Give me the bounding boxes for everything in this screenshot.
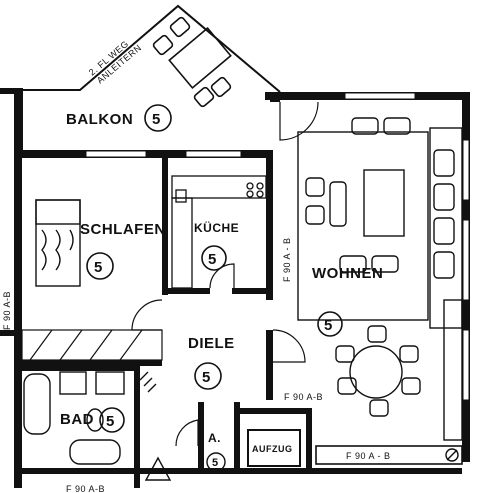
annotation-f90-wohnen: F 90 A-B bbox=[284, 392, 323, 402]
room-number-a: 5 bbox=[212, 457, 219, 469]
room-label-schlafen: SCHLAFEN bbox=[80, 221, 166, 238]
room-number-balkon: 5 bbox=[152, 111, 161, 128]
kitchen-door-swing bbox=[209, 263, 235, 289]
wardrobe bbox=[21, 329, 163, 361]
room-label-balkon: BALKON bbox=[66, 111, 133, 128]
room-number-wohnen: 5 bbox=[324, 317, 333, 334]
room-label-wohnen: WOHNEN bbox=[312, 265, 383, 282]
room-number-circle-wohnen bbox=[317, 311, 343, 337]
room-number-diele: 5 bbox=[202, 369, 211, 386]
a-door-swing bbox=[175, 419, 199, 447]
kitchen-counter bbox=[171, 175, 267, 289]
room-number-circle-a bbox=[206, 452, 226, 472]
elevator-cabin bbox=[247, 429, 301, 467]
diele-door-swing bbox=[272, 329, 306, 363]
living-door-swing bbox=[279, 101, 319, 141]
balcony-furniture bbox=[152, 16, 232, 108]
f90-bottom-strip bbox=[315, 445, 463, 465]
bedroom-door-swing bbox=[131, 299, 163, 331]
walls bbox=[0, 88, 470, 488]
diele-hatch bbox=[139, 371, 157, 393]
stair-arrow-icon bbox=[144, 456, 172, 481]
room-number-schlafen: 5 bbox=[94, 259, 103, 276]
annotation-f90-kueche: F 90 A - B bbox=[282, 237, 292, 282]
room-number-bad: 5 bbox=[106, 413, 115, 430]
room-number-circle-diele bbox=[194, 362, 222, 390]
room-number-circle-kueche bbox=[201, 245, 227, 271]
room-number-circle-balkon bbox=[144, 104, 172, 132]
bathroom-fixtures bbox=[23, 371, 125, 465]
annotation-f90-bottom: F 90 A - B bbox=[346, 451, 391, 461]
balcony-outline bbox=[21, 4, 281, 158]
bed bbox=[35, 199, 81, 287]
room-number-circle-bad bbox=[99, 407, 125, 433]
annotation-f90-bottom-cut: F 90 A-B bbox=[66, 484, 105, 493]
room-label-aufzug: AUFZUG bbox=[252, 444, 293, 454]
living-furniture bbox=[297, 117, 463, 441]
room-number-kueche: 5 bbox=[208, 251, 217, 268]
room-label-diele: DIELE bbox=[188, 335, 235, 352]
room-label-kueche: KÜCHE bbox=[194, 220, 239, 235]
room-label-a: A. bbox=[208, 431, 221, 445]
annotation-f90-left: F 90 A-B bbox=[2, 291, 12, 330]
room-number-circle-schlafen bbox=[86, 252, 114, 280]
windows bbox=[85, 92, 470, 401]
room-label-bad: BAD bbox=[60, 411, 94, 428]
